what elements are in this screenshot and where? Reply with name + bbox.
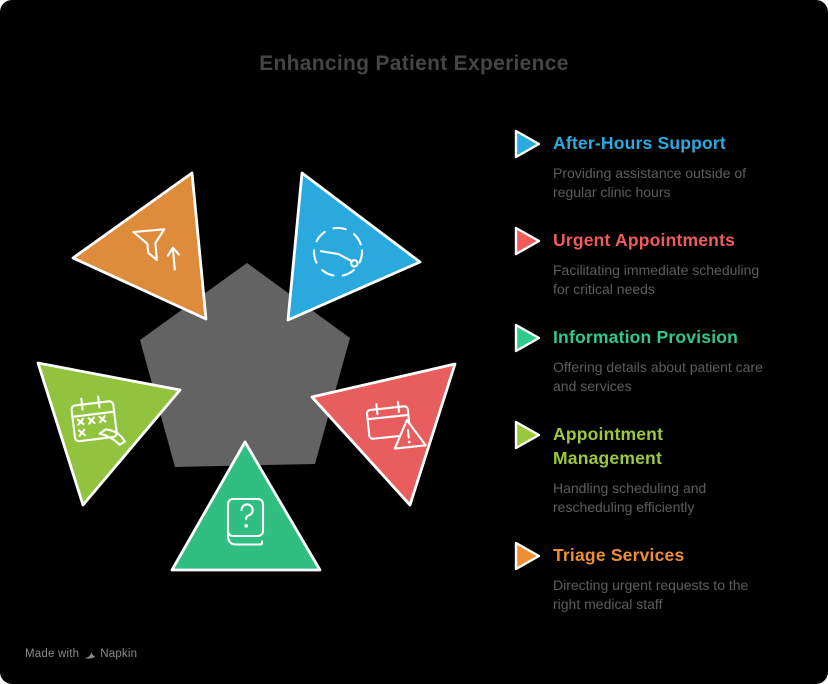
segment-triage-triangle bbox=[71, 171, 208, 321]
legend-item-appointment: Appointment Management Handling scheduli… bbox=[513, 420, 818, 517]
segment-after-hours-triangle bbox=[286, 171, 422, 322]
legend-item-after-hours: After-Hours Support Providing assistance… bbox=[513, 129, 818, 202]
legend-item-description: Handling scheduling and rescheduling eff… bbox=[553, 480, 707, 515]
legend-item-urgent: Urgent Appointments Facilitating immedia… bbox=[513, 226, 818, 299]
pencil-icon bbox=[98, 428, 126, 446]
triangle-marker-icon bbox=[514, 420, 541, 450]
legend-item-title: Triage Services bbox=[553, 545, 685, 565]
segment-information-triangle bbox=[170, 440, 322, 572]
pentagon-diagram bbox=[36, 171, 457, 572]
triangle-marker-icon bbox=[514, 541, 541, 571]
legend-item-title: After-Hours Support bbox=[553, 133, 726, 153]
legend-item-description: Providing assistance outside of regular … bbox=[553, 165, 746, 200]
funnel-up-icon bbox=[132, 228, 181, 271]
page-title: Enhancing Patient Experience bbox=[259, 52, 569, 75]
triangle-marker-icon bbox=[514, 323, 541, 353]
made-with-label: Made with bbox=[25, 648, 80, 660]
legend-item-title: Urgent Appointments bbox=[553, 230, 736, 250]
legend-item-description: Facilitating immediate scheduling for cr… bbox=[553, 262, 760, 297]
legend-item-title: Information Provision bbox=[553, 327, 739, 347]
legend-item-title: Appointment Management bbox=[553, 424, 664, 468]
legend-item-information: Information Provision Offering details a… bbox=[513, 323, 818, 396]
legend-item-description: Directing urgent requests to the right m… bbox=[553, 577, 749, 612]
legend-item-description: Offering details about patient care and … bbox=[553, 359, 763, 394]
calendar-alert-icon bbox=[365, 400, 427, 450]
segment-appointment-triangle bbox=[36, 361, 182, 507]
triangle-marker-icon bbox=[514, 226, 541, 256]
clock-icon bbox=[312, 226, 364, 278]
napkin-logo-icon bbox=[84, 651, 96, 659]
book-question-icon bbox=[226, 497, 265, 546]
legend-item-triage: Triage Services Directing urgent request… bbox=[513, 541, 818, 614]
triangle-marker-icon bbox=[514, 129, 541, 159]
made-with-napkin: Made with Napkin bbox=[25, 648, 137, 660]
calendar-edit-icon bbox=[70, 395, 126, 446]
segment-urgent-triangle bbox=[310, 362, 457, 507]
legend: After-Hours Support Providing assistance… bbox=[513, 129, 818, 640]
warning-triangle-icon bbox=[393, 419, 427, 450]
napkin-brand-label: Napkin bbox=[100, 648, 138, 660]
